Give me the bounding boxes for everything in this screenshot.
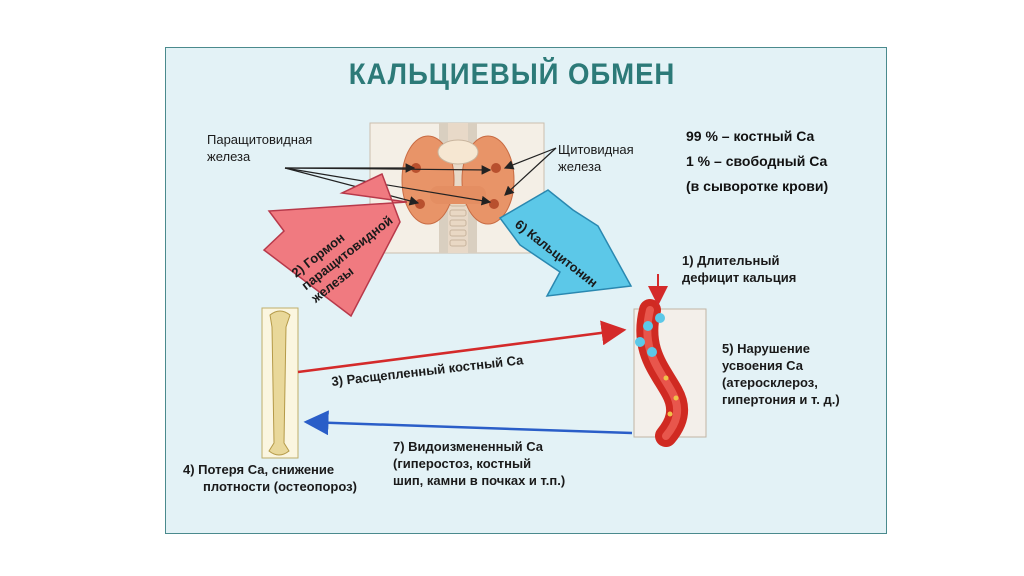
step-5-line: (атеросклероз, [722,375,818,390]
parathyroid-label: Паращитовидная железа [207,131,312,165]
bone-calcium-arrow [297,320,627,374]
step-1-line: дефицит кальция [682,270,797,285]
thyroid-label-line: железа [558,159,602,174]
parathyroid-label-line: Паращитовидная [207,132,313,147]
stat-line: 1 % – свободный Са [686,153,828,169]
step-7-label: 7) Видоизмененный Са (гиперостоз, костны… [393,438,565,489]
parathyroid-pointers [284,163,492,206]
parathyroid-label-line: железа [207,149,251,164]
step-5-line: гипертония и т. д.) [722,392,840,407]
bone-illustration [261,307,299,459]
thyroid-illustration [369,122,545,254]
step-7-line: шип, камни в почках и т.п.) [393,473,566,488]
step-4-line: плотности (остеопороз) [203,479,357,494]
step-7-line: (гиперостоз, костный [393,456,532,471]
calcium-stats: 99 % – костный Са 1 % – свободный Са (в … [686,124,828,199]
step-4-label: 4) Потеря Са, снижение плотности (остеоп… [183,461,357,495]
stat-line: (в сыворотке крови) [686,178,829,194]
bone-calcium-label: 3) Расщепленный костный Са [331,352,525,389]
vessel-illustration [633,299,707,447]
step-7-line: 7) Видоизмененный Са [393,439,543,454]
step-1-line: 1) Длительный [682,253,780,268]
step-5-line: 5) Нарушение [722,341,810,356]
stat-line: 99 % – костный Са [686,128,815,144]
thyroid-pointers [503,147,557,196]
thyroid-label-line: Щитовидная [558,142,634,157]
thyroid-label: Щитовидная железа [558,141,634,175]
calcitonin-arrow [498,189,633,297]
step-5-line: усвоения Са [722,358,803,373]
pth-arrow [262,172,408,318]
modified-calcium-arrow [303,410,633,436]
step-1-label: 1) Длительный дефицит кальция [682,252,796,286]
page-title: КАЛЬЦИЕВЫЙ ОБМЕН [348,58,676,91]
step-4-line: 4) Потеря Са, снижение [183,462,335,477]
step-5-label: 5) Нарушение усвоения Са (атеросклероз, … [722,340,840,408]
